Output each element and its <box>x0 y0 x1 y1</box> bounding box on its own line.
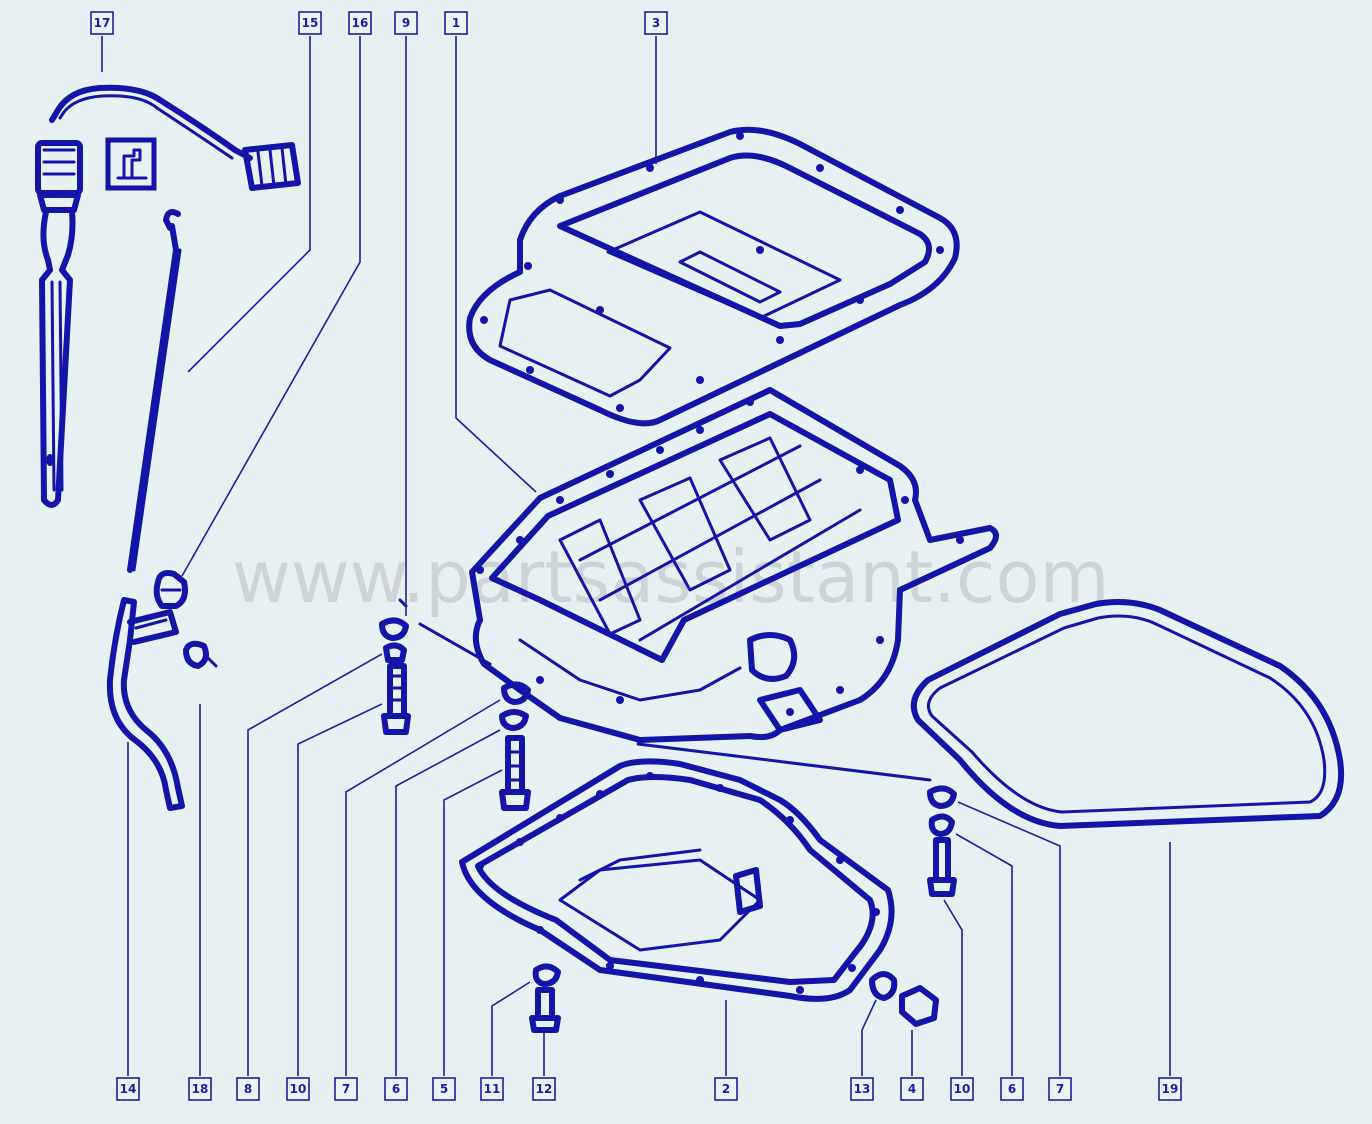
callout-18: 18 <box>188 1077 212 1101</box>
callout-7-left: 7 <box>334 1077 358 1101</box>
callout-5-label: 5 <box>440 1082 448 1096</box>
callout-10-right-label: 10 <box>954 1082 971 1096</box>
callout-10-left-label: 10 <box>290 1082 307 1096</box>
callout-1-label: 1 <box>452 16 460 30</box>
callout-9-label: 9 <box>402 16 410 30</box>
callout-7-left-label: 7 <box>342 1082 350 1096</box>
callout-3: 3 <box>644 11 668 35</box>
callout-4: 4 <box>900 1077 924 1101</box>
drain-plug <box>869 971 939 1027</box>
callout-10-right: 10 <box>950 1077 974 1101</box>
dipstick-guide-tube <box>106 597 185 811</box>
bolt-set-right <box>636 742 957 897</box>
grommet <box>153 570 218 669</box>
callout-15: 15 <box>298 11 322 35</box>
callout-19: 19 <box>1158 1077 1182 1101</box>
callout-2-label: 2 <box>722 1082 730 1096</box>
oil-level-sensor <box>35 84 301 508</box>
oil-level-warning-icon <box>105 137 157 191</box>
callout-15-label: 15 <box>302 16 319 30</box>
callout-7-right: 7 <box>1048 1077 1072 1101</box>
callout-8: 8 <box>236 1077 260 1101</box>
callout-10-left: 10 <box>286 1077 310 1101</box>
oil-sump-upper <box>469 387 999 743</box>
watermark-text: www.partsassistant.com <box>232 535 1110 619</box>
gasket-upper <box>466 126 960 427</box>
callout-16: 16 <box>348 11 372 35</box>
bolt-set-left <box>379 598 531 811</box>
callout-9: 9 <box>394 11 418 35</box>
callout-6-left: 6 <box>384 1077 408 1101</box>
dipstick <box>127 209 182 573</box>
bolt-pan <box>529 963 561 1033</box>
callout-6-right-label: 6 <box>1008 1082 1016 1096</box>
callout-4-label: 4 <box>908 1082 916 1096</box>
callout-17-label: 17 <box>94 16 111 30</box>
callout-2: 2 <box>714 1077 738 1101</box>
callout-5: 5 <box>432 1077 456 1101</box>
callout-11-label: 11 <box>484 1082 501 1096</box>
callout-17: 17 <box>90 11 114 35</box>
callout-14: 14 <box>116 1077 140 1101</box>
callout-6-right: 6 <box>1000 1077 1024 1101</box>
callout-18-label: 18 <box>192 1082 209 1096</box>
gasket-lower <box>910 599 1345 829</box>
callout-8-label: 8 <box>244 1082 252 1096</box>
callout-16-label: 16 <box>352 16 369 30</box>
callout-13-label: 13 <box>854 1082 871 1096</box>
callout-1: 1 <box>444 11 468 35</box>
callout-12: 12 <box>532 1077 556 1101</box>
callout-14-label: 14 <box>120 1082 137 1096</box>
callout-7-right-label: 7 <box>1056 1082 1064 1096</box>
callout-6-left-label: 6 <box>392 1082 400 1096</box>
callout-19-label: 19 <box>1162 1082 1179 1096</box>
callout-12-label: 12 <box>536 1082 553 1096</box>
leader-lines <box>101 36 1171 1076</box>
oil-pan-lower <box>459 758 895 1002</box>
callout-13: 13 <box>850 1077 874 1101</box>
callout-11: 11 <box>480 1077 504 1101</box>
callout-3-label: 3 <box>652 16 660 30</box>
